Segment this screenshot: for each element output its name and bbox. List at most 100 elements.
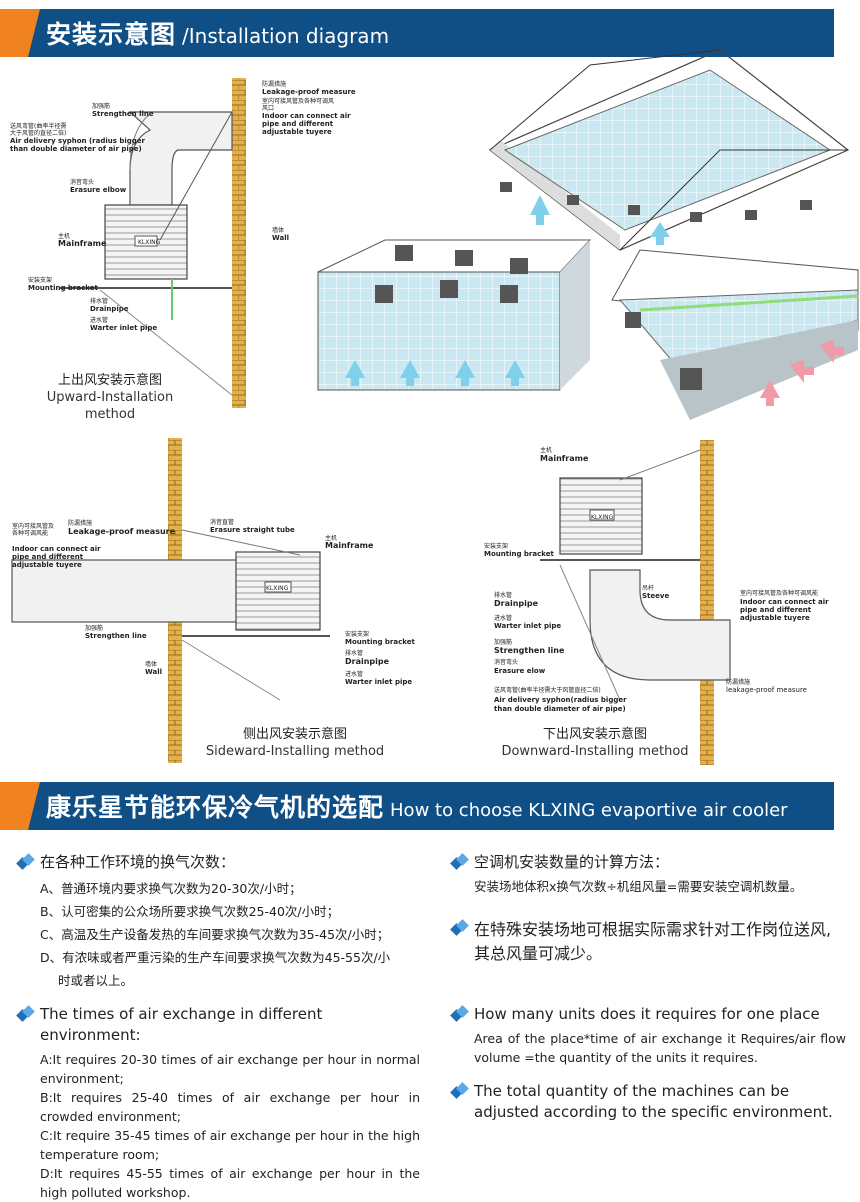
right-cn-formula: 安装场地体积x换气次数÷机组风量=需要安装空调机数量。	[474, 879, 803, 894]
side-wall-zh: 墙体	[145, 660, 157, 668]
left-cn-item-b: B、认可密集的公众场所要求换气次数25-40次/小时；	[40, 904, 340, 919]
installation-banner: 安装示意图/Installation diagram	[0, 9, 834, 57]
down-strength-zh: 加强筋	[494, 638, 512, 646]
left-en-item-b: B:It requires 25-40 times of air exchang…	[40, 1090, 420, 1124]
side-brand: KLXING	[266, 585, 289, 592]
side-strength-zh: 加强筋	[85, 624, 103, 632]
side-indoor-zh2: 各种可调风能	[12, 529, 48, 537]
down-strength-en: Strengthen line	[494, 646, 565, 655]
diamond-bullet-icon	[450, 1005, 469, 1023]
right-en-block: How many units does it requires for one …	[450, 1004, 846, 1127]
sideward-diagram	[11, 438, 330, 763]
up-elbow-zh: 消音弯头	[70, 178, 94, 186]
side-indoor-en2: pipe and different	[12, 553, 84, 561]
up-syphon-zh2: 大于风管的直径二倍)	[10, 129, 66, 137]
upward-caption-zh: 上出风安装示意图	[57, 373, 162, 388]
section-title-zh: 安装示意图	[46, 20, 177, 49]
left-en-item-d: D:It requires 45-55 times of air exchang…	[40, 1166, 420, 1200]
down-drain-zh: 排水管	[494, 591, 512, 599]
installation-diagrams: 防漏措施 Leakage-proof measure 室内可接风管及各种可调风 …	[10, 49, 859, 765]
left-cn-item-c: C、高温及生产设备发热的车间要求换气次数为35-45次/小时；	[40, 927, 390, 942]
down-indoor-en3: adjustable tuyere	[740, 614, 810, 622]
left-cn-heading: 在各种工作环境的换气次数：	[40, 853, 236, 871]
wall-downward	[700, 440, 714, 765]
down-syphon-en2: than double diameter of air pipe)	[494, 705, 626, 713]
up-leakage-zh: 防漏措施	[262, 80, 286, 88]
up-drain-en: Drainpipe	[90, 305, 129, 313]
sideward-caption-en: Sideward-Installing method	[205, 744, 385, 759]
up-indoor-zh2: 风口	[262, 105, 274, 112]
up-strength-zh: 加强筋	[92, 102, 110, 110]
down-leakage-en: leakage-proof measure	[726, 686, 807, 694]
upward-caption-en: Upward-Installation method	[46, 390, 174, 422]
up-syphon-en2: than double diameter of air pipe)	[10, 145, 142, 153]
side-bracket-zh: 安装支架	[345, 630, 369, 638]
down-main-en: Mainframe	[540, 454, 589, 463]
up-bracket-en: Mounting bracket	[28, 284, 98, 292]
down-drain-en: Drainpipe	[494, 599, 539, 608]
section-title-en: /Installation diagram	[182, 24, 390, 48]
side-drain-en: Drainpipe	[345, 657, 390, 666]
down-indoor-zh: 室内可接风管及各种可调风能	[740, 589, 818, 597]
down-steeve-en: Steeve	[642, 592, 669, 600]
downward-diagram	[540, 440, 731, 765]
right-cn-heading1: 空调机安装数量的计算方法：	[474, 853, 670, 871]
down-syphon-en1: Air delivery syphon(radius bigger	[494, 696, 627, 704]
up-main-en: Mainframe	[58, 239, 107, 248]
side-drain-zh: 排水管	[345, 649, 363, 657]
side-straight-zh: 消音直管	[210, 518, 234, 526]
diamond-bullet-icon	[450, 919, 469, 937]
down-main-zh: 主机	[540, 446, 552, 454]
down-steeve-zh: 吊杆	[642, 584, 654, 592]
up-brand: KLXING	[138, 239, 161, 246]
up-indoor-zh: 室内可接风管及各种可调风	[262, 97, 334, 105]
up-syphon-zh: 送风弯管(曲率半径需	[10, 122, 66, 130]
up-water-en: Warter inlet pipe	[90, 324, 157, 332]
upward-caption: 上出风安装示意图 Upward-Installation method	[20, 372, 200, 423]
sideward-caption-zh: 侧出风安装示意图	[242, 727, 347, 742]
down-water-zh: 进水管	[494, 614, 512, 622]
up-wall-zh: 墙体	[272, 226, 284, 234]
side-leakage-zh: 防漏措施	[68, 519, 92, 527]
wall-upward	[232, 78, 246, 408]
down-indoor-en1: Indoor can connect air	[740, 598, 829, 606]
down-indoor-en2: pipe and different	[740, 606, 812, 614]
right-en-heading2: The total quantity of the machines can b…	[474, 1082, 833, 1121]
up-leakage-en: Leakage-proof measure	[262, 88, 356, 96]
right-cn-block: 空调机安装数量的计算方法： 安装场地体积x换气次数÷机组风量=需要安装空调机数量…	[450, 852, 844, 970]
diamond-bullet-icon	[450, 1082, 469, 1100]
up-indoor-en1: Indoor can connect air	[262, 112, 351, 120]
section2-title-zh: 康乐星节能环保冷气机的选配	[46, 793, 385, 822]
up-indoor-en2: pipe and different	[262, 120, 334, 128]
section2-title-en: How to choose KLXING evaportive air cool…	[390, 800, 788, 821]
down-syphon-zh: 送风弯管(曲率半径需大于风管直径二倍)	[494, 686, 601, 694]
left-cn-item-a: A、普通环境内要求换气次数为20-30次/小时；	[40, 881, 302, 896]
side-indoor-zh: 室内可接风管及	[12, 522, 54, 530]
up-syphon-en1: Air delivery syphon (radius bigger	[10, 137, 146, 145]
up-bracket-zh: 安装支架	[28, 276, 52, 284]
upward-diagram	[60, 78, 246, 408]
side-indoor-en3: adjustable tuyere	[12, 561, 82, 569]
side-main-zh: 主机	[325, 534, 337, 542]
up-wall-en: Wall	[272, 234, 289, 242]
down-brand: KLXING	[591, 514, 614, 521]
left-en-item-a: A:It requires 20-30 times of air exchang…	[40, 1052, 420, 1086]
side-wall-en: Wall	[145, 668, 162, 676]
right-cn-heading2: 在特殊安装场地可根据实际需求针对工作岗位送风,其总风量可减少。	[474, 920, 832, 963]
down-elbow-zh: 消音弯头	[494, 658, 518, 666]
warehouse-top-right	[488, 49, 850, 251]
up-indoor-en3: adjustable tuyere	[262, 128, 332, 136]
down-bracket-en: Mounting bracket	[484, 550, 554, 558]
down-bracket-zh: 安装支架	[484, 542, 508, 550]
right-en-heading1: How many units does it requires for one …	[474, 1005, 820, 1023]
downward-caption-en: Downward-Installing method	[501, 744, 689, 759]
up-drain-zh: 排水管	[90, 297, 108, 305]
downward-caption-zh: 下出风安装示意图	[542, 727, 647, 742]
diamond-bullet-icon	[450, 853, 469, 871]
side-main-en: Mainframe	[325, 541, 374, 550]
side-water-zh: 进水管	[345, 670, 363, 678]
left-en-heading: The times of air exchange in different e…	[40, 1005, 323, 1044]
sideward-caption: 侧出风安装示意图 Sideward-Installing method	[205, 726, 385, 760]
side-indoor-en1: Indoor can connect air	[12, 545, 101, 553]
